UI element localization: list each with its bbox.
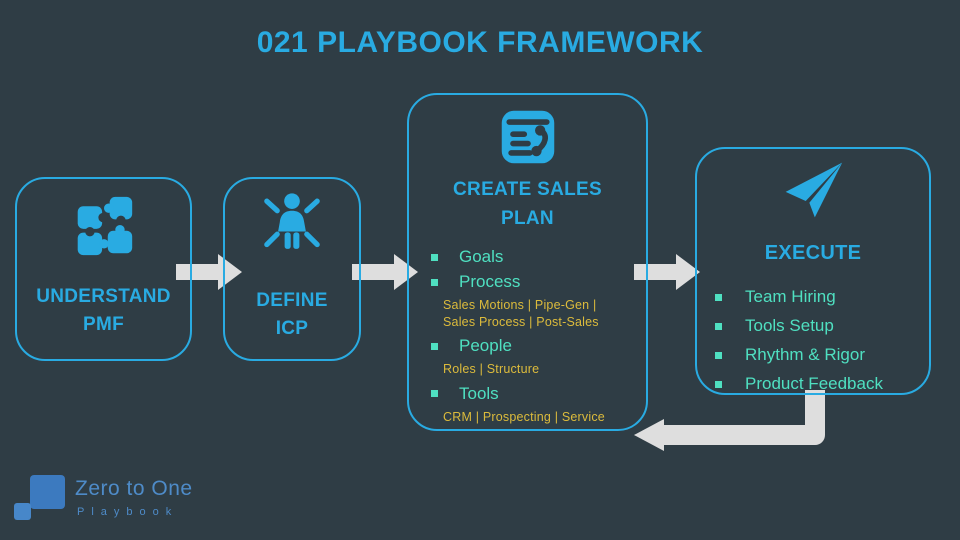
logo-square-icon [30, 475, 65, 509]
step-title-line1: EXECUTE [764, 242, 862, 264]
step-understand-pmf: UNDERSTAND PMF [15, 177, 192, 361]
step-title-line2: PMF [82, 314, 124, 335]
step-create-sales-plan: CREATE SALES PLAN Goals Process Sales Mo… [407, 93, 648, 431]
list-item: Rhythm & Rigor [697, 345, 929, 365]
bullet-icon [715, 293, 722, 301]
list-item-label: Product Feedback [745, 374, 883, 393]
list-item-sub: Roles | Structure [443, 362, 540, 376]
puzzle-icon [70, 195, 138, 257]
step-title: DEFINE ICP [256, 287, 327, 343]
logo-subtitle: Playbook [77, 506, 179, 518]
person-rays-icon [255, 189, 329, 255]
list-item: Team Hiring [697, 287, 929, 307]
list-item: People [409, 336, 646, 356]
page-title: 021 PLAYBOOK FRAMEWORK [256, 26, 704, 59]
step-title-line2: PLAN [501, 208, 554, 229]
bullet-icon [431, 342, 438, 350]
flow-arrow-3 [634, 254, 700, 290]
list-item-sub: Sales Motions | Pipe-Gen | Sales Process… [443, 298, 599, 329]
list-item-label: People [459, 336, 512, 355]
feedback-arrow [634, 390, 825, 451]
bullet-icon [715, 380, 722, 388]
step-title-line1: UNDERSTAND [36, 286, 171, 307]
step-title: CREATE SALES PLAN [453, 175, 602, 233]
list-item-label: Process [459, 272, 521, 291]
step-title-line1: CREATE SALES [453, 179, 602, 200]
list-item-label: Tools Setup [745, 316, 834, 335]
list-item-label: Rhythm & Rigor [745, 345, 865, 364]
step-title: EXECUTE [765, 239, 862, 267]
bullet-icon [431, 390, 438, 397]
flow-arrow-1 [176, 254, 242, 290]
step-execute: EXECUTE Team Hiring Tools Setup Rhythm &… [695, 147, 931, 395]
step-title: UNDERSTAND PMF [36, 283, 171, 339]
step-define-icp: DEFINE ICP [223, 177, 361, 361]
zero-to-one-logo: Zero to One Playbook [13, 472, 233, 532]
paper-plane-icon [778, 159, 848, 221]
step-title-line2: ICP [275, 318, 309, 339]
list-item-label: Team Hiring [745, 287, 836, 306]
bullet-icon [431, 253, 438, 261]
list-item: Tools Setup [697, 316, 929, 336]
bullet-icon [715, 351, 722, 359]
execute-list: Team Hiring Tools Setup Rhythm & Rigor P… [697, 287, 929, 403]
list-item: Process [409, 272, 646, 292]
bullet-icon [715, 322, 722, 330]
bullet-icon [431, 278, 438, 286]
logo-name: Zero to One [75, 477, 193, 500]
step-title-line1: DEFINE [256, 290, 328, 311]
list-item: Product Feedback [697, 374, 929, 394]
sales-plan-list: Goals Process Sales Motions | Pipe-Gen |… [409, 247, 646, 431]
list-item-label: Goals [459, 247, 504, 266]
list-item-label: Tools [459, 383, 499, 403]
list-item-sub: CRM | Prospecting | Service [443, 409, 605, 424]
logo-small-square-icon [14, 503, 31, 520]
flow-arrow-2 [352, 254, 418, 290]
list-item: Tools [409, 384, 646, 404]
sales-plan-icon [498, 107, 558, 167]
list-item: Goals [409, 247, 646, 267]
